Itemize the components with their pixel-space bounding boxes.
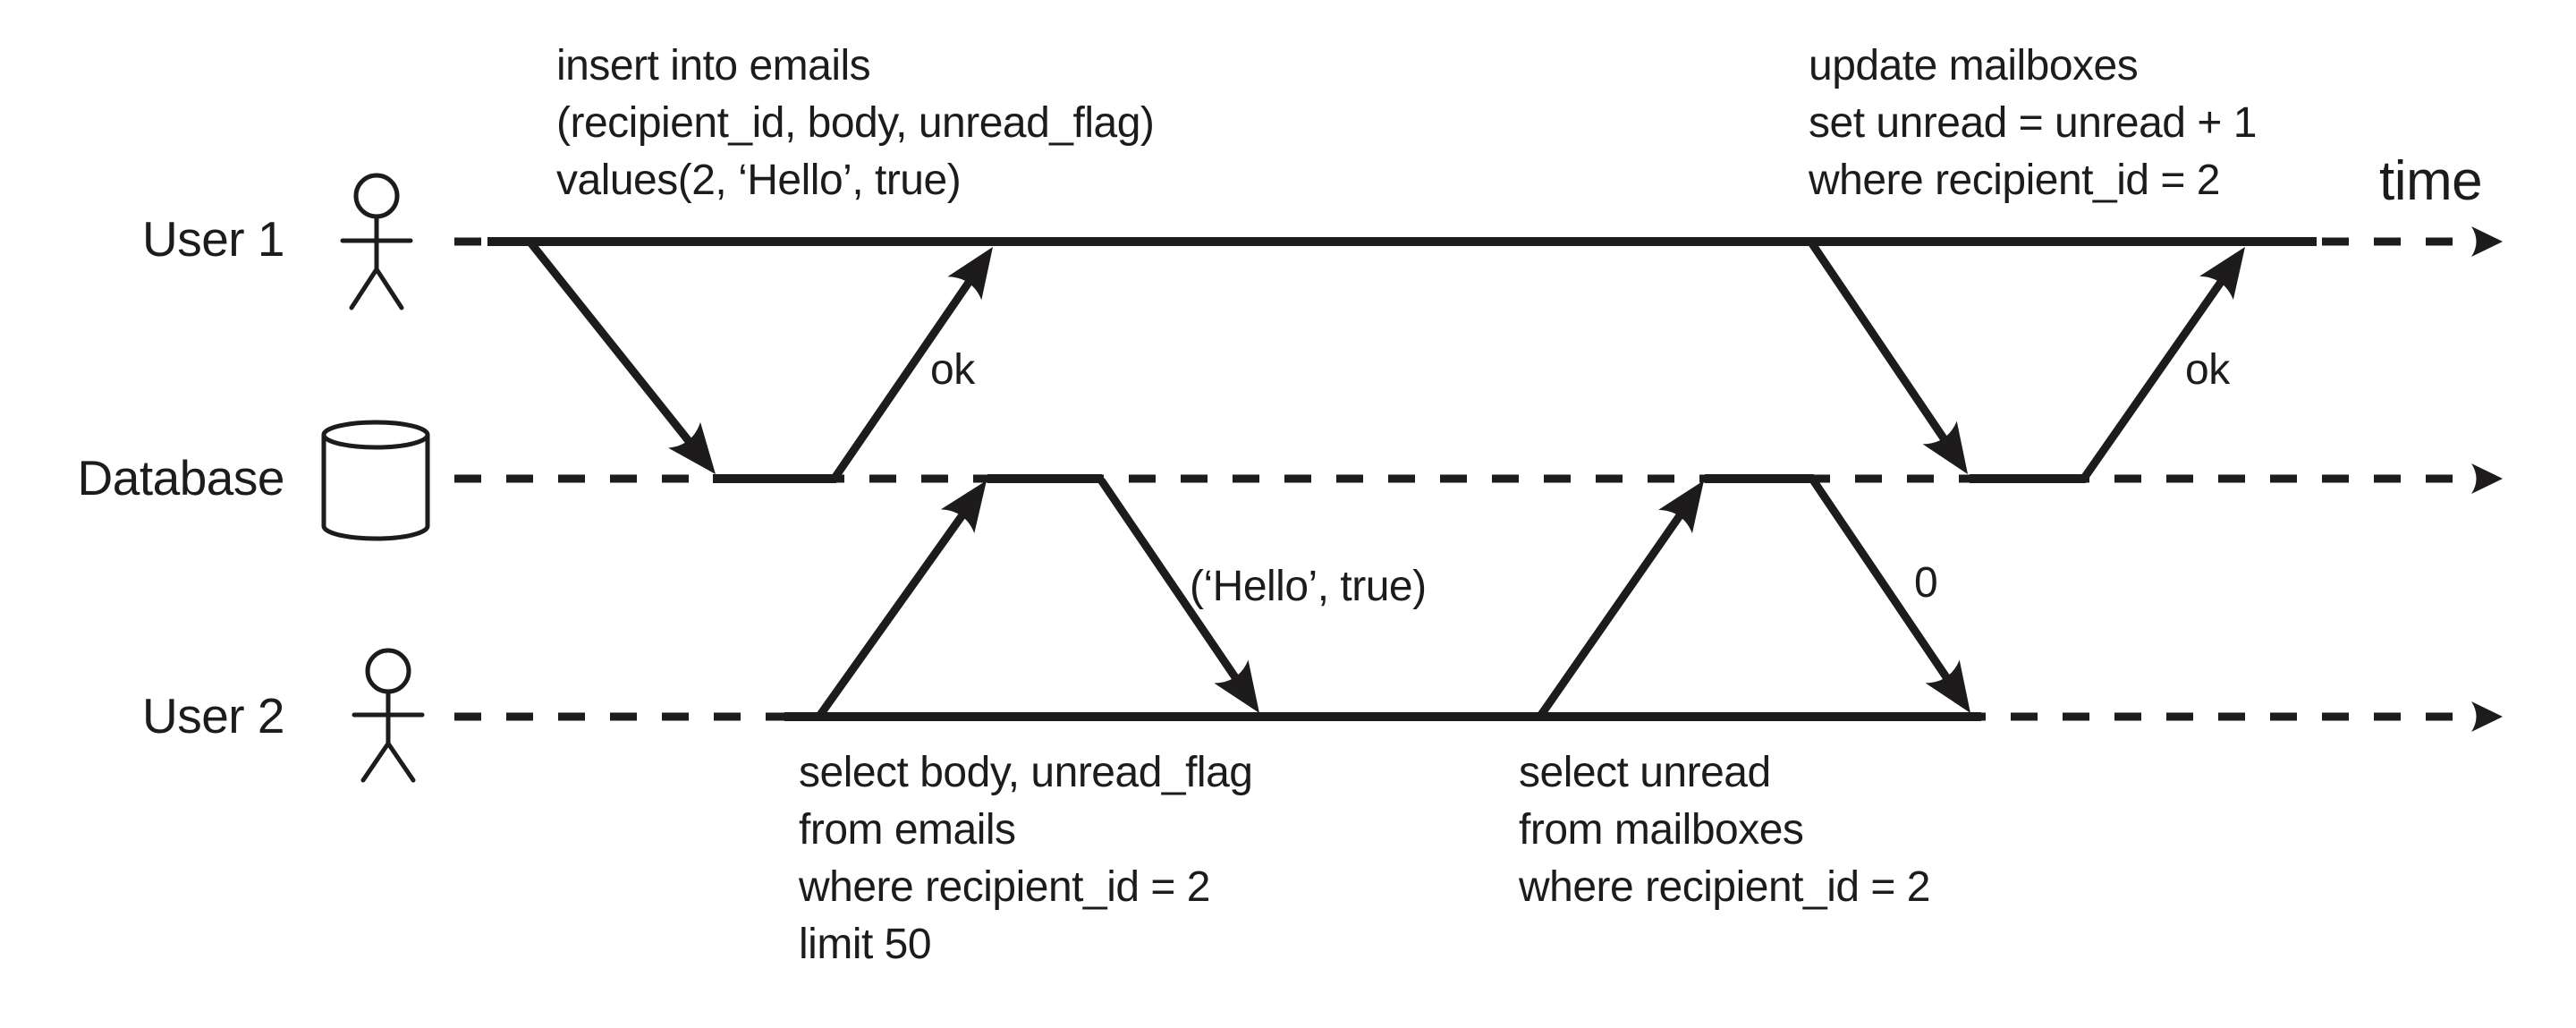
update-query-annotation: update mailboxes set unread = unread + 1… <box>1809 42 2257 204</box>
lane-label-user1: User 1 <box>142 211 285 267</box>
person-icon <box>352 648 425 783</box>
insert-response-arrowhead-icon <box>947 247 993 301</box>
update-response-label: ok <box>2185 346 2230 394</box>
update-response-arrowhead-icon <box>2199 247 2245 301</box>
timeline-database-arrowhead-icon <box>2471 463 2503 494</box>
lane-label-user2: User 2 <box>142 688 285 743</box>
update-request-arrow <box>1807 238 1965 468</box>
insert-request-arrow <box>526 238 711 468</box>
select-emails-request-arrowhead-icon <box>940 480 987 533</box>
insert-request-arrowhead-icon <box>668 421 716 474</box>
person-icon <box>340 173 413 310</box>
select-mailboxes-query-annotation: select unread from mailboxes where recip… <box>1519 749 1930 911</box>
time-axis-label: time <box>2379 150 2483 212</box>
database-cylinder-icon <box>321 420 430 541</box>
select-mailboxes-request-arrowhead-icon <box>1658 480 1704 534</box>
select-mailboxes-response-arrowhead-icon <box>1925 659 1970 713</box>
select-emails-query-annotation: select body, unread_flag from emails whe… <box>799 749 1253 968</box>
select-emails-response-label: (‘Hello’, true) <box>1190 563 1427 610</box>
insert-response-arrow <box>831 253 990 481</box>
select-emails-request-arrow <box>816 487 984 719</box>
insert-query-annotation: insert into emails (recipient_id, body, … <box>556 42 1155 204</box>
timelines <box>454 226 2503 732</box>
update-response-arrow <box>2080 253 2242 481</box>
lane-label-database: Database <box>77 450 285 506</box>
select-mailboxes-request-arrow <box>1537 487 1701 719</box>
actor-icons <box>321 173 430 783</box>
message-arrows <box>526 238 2245 719</box>
timeline-user2-arrowhead-icon <box>2471 701 2503 732</box>
update-request-arrowhead-icon <box>1922 421 1968 474</box>
insert-response-label: ok <box>930 346 975 394</box>
select-mailboxes-response-label: 0 <box>1914 559 1938 607</box>
timeline-user1-arrowhead-icon <box>2471 226 2503 257</box>
select-emails-response-arrowhead-icon <box>1214 659 1259 713</box>
select-emails-response-arrow <box>1097 477 1257 707</box>
select-mailboxes-response-arrow <box>1809 477 1968 707</box>
